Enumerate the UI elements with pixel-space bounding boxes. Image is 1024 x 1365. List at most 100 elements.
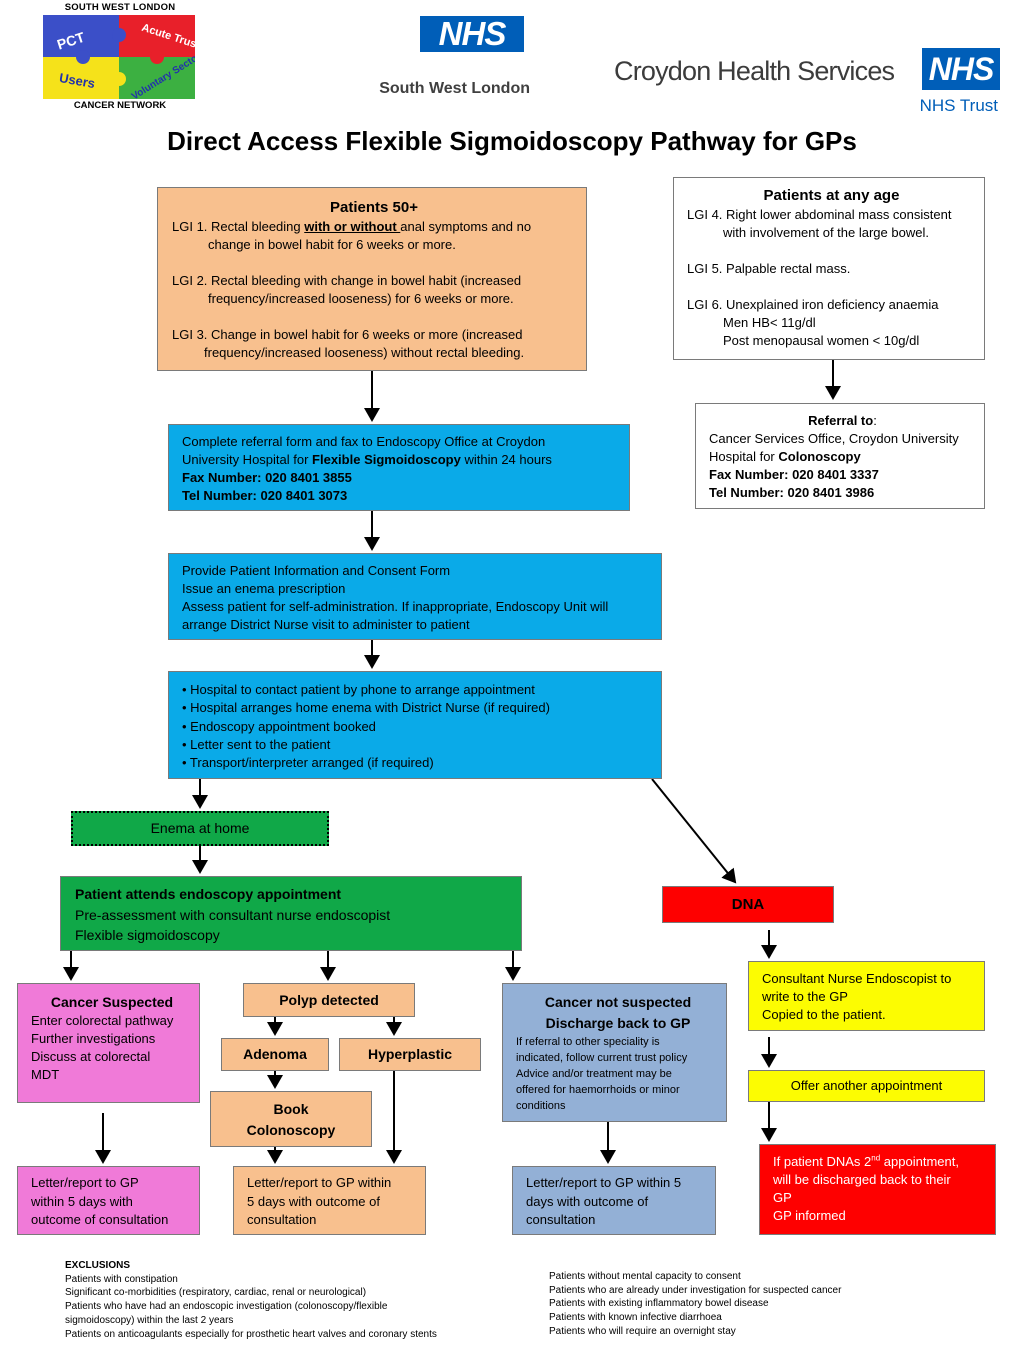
consent-line2: Issue an enema prescription xyxy=(182,581,346,596)
consultant-nurse-line: Consultant Nurse Endoscopist to xyxy=(762,971,952,986)
exclusion-item: Patients with existing inflammatory bowe… xyxy=(549,1298,769,1310)
letter-slate-line: days with outcome of xyxy=(526,1193,649,1209)
not-suspected-heading1: Cancer not suspected xyxy=(544,994,692,1010)
exclusion-item: sigmoidoscopy) within the last 2 years xyxy=(65,1314,234,1326)
lgi3-line: LGI 3. Change in bowel habit for 6 weeks… xyxy=(172,327,523,342)
nhs-swl-caption: South West London xyxy=(379,80,530,97)
referral-flexi-fax: Fax Number: 020 8401 3855 xyxy=(182,470,352,485)
any-age-heading: Patients at any age xyxy=(763,187,900,204)
consent-box: Provide Patient Information and Consent … xyxy=(168,553,662,640)
lgi4-cont: with involvement of the large bowel. xyxy=(723,225,929,240)
exclusion-item: Patients with constipation xyxy=(65,1273,178,1285)
referral-colon-fax: Fax Number: 020 8401 3337 xyxy=(709,467,879,482)
list-item: • Hospital arranges home enema with Dist… xyxy=(182,700,550,716)
cancer-suspected-box: Cancer Suspected Enter colorectal pathwa… xyxy=(17,983,200,1103)
referral-flexi-line1: Complete referral form and fax to Endosc… xyxy=(182,434,546,449)
attends-line1: Pre-assessment with consultant nurse end… xyxy=(75,906,391,923)
exclusion-item: Patients who have had an endoscopic inve… xyxy=(65,1301,388,1313)
patients-50-box: Patients 50+ LGI 1. Rectal bleeding with… xyxy=(157,187,587,371)
list-item: • Transport/interpreter arranged (if req… xyxy=(182,755,434,771)
offer-label: Offer another appointment xyxy=(790,1078,943,1093)
polyp-box: Polyp detected xyxy=(243,983,415,1017)
exclusion-item: Patients who are already under investiga… xyxy=(549,1284,842,1296)
nhs-badge: NHS xyxy=(420,16,524,52)
enema-label: Enema at home xyxy=(150,820,250,836)
list-item: • Hospital to contact patient by phone t… xyxy=(182,682,535,697)
lgi3-cont: frequency/increased looseness) without r… xyxy=(204,345,525,360)
letter-peach-line: 5 days with outcome of xyxy=(247,1193,380,1209)
exclusion-item: Patients without mental capacity to cons… xyxy=(549,1271,741,1282)
lgi6-women: Post menopausal women < 10g/dl xyxy=(723,333,920,348)
exclusion-item: Patients on anticoagulants especially fo… xyxy=(65,1328,437,1340)
exclusions-right: Patients without mental capacity to cons… xyxy=(549,1270,989,1339)
adenoma-box: Adenoma xyxy=(221,1038,329,1071)
exclusion-item: Significant co-morbidities (respiratory,… xyxy=(65,1287,367,1299)
letter-slate-line: consultation xyxy=(526,1212,596,1227)
cancer-suspected-line: Discuss at colorectal xyxy=(31,1049,151,1064)
polyp-label: Polyp detected xyxy=(279,992,379,1008)
not-suspected-line: offered for haemorrhoids or minor xyxy=(516,1084,680,1096)
attends-box: Patient attends endoscopy appointment Pr… xyxy=(60,876,522,951)
list-item: • Endoscopy appointment booked xyxy=(182,718,376,734)
exclusion-item: Patients with known infective diarrhoea xyxy=(549,1312,722,1324)
consent-line4: arrange District Nurse visit to administ… xyxy=(182,617,470,632)
not-suspected-line: indicated, follow current trust policy xyxy=(516,1052,688,1064)
network-piece-users: Users xyxy=(58,70,96,91)
referral-colon-heading: Referral to: xyxy=(808,413,877,428)
adenoma-label: Adenoma xyxy=(243,1046,307,1062)
network-logo-top: SOUTH WEST LONDON xyxy=(64,2,176,13)
referral-colon-line2: Hospital for Colonoscopy xyxy=(709,449,861,464)
consultant-nurse-box: Consultant Nurse Endoscopist to write to… xyxy=(748,961,985,1031)
lgi4-line: LGI 4. Right lower abdominal mass consis… xyxy=(687,207,952,222)
lgi1-emphasis: with or without xyxy=(304,219,401,234)
hyperplastic-box: Hyperplastic xyxy=(339,1038,481,1071)
not-suspected-line: Advice and/or treatment may be xyxy=(516,1068,672,1080)
consent-line1: Provide Patient Information and Consent … xyxy=(182,563,451,578)
cancer-suspected-line: Further investigations xyxy=(31,1031,156,1046)
not-suspected-line: conditions xyxy=(516,1100,566,1112)
consultant-nurse-line: Copied to the patient. xyxy=(762,1007,886,1022)
consultant-nurse-line: write to the GP xyxy=(762,989,848,1004)
lgi1-line: LGI 1. Rectal bleeding with or without a… xyxy=(172,219,532,234)
patients-50-heading: Patients 50+ xyxy=(330,199,418,216)
letter-peach-box: Letter/report to GP within 5 days with o… xyxy=(233,1166,426,1235)
letter-peach-line: consultation xyxy=(247,1212,317,1227)
discharge-red-line1: If patient DNAs 2nd appointment, xyxy=(773,1153,959,1169)
network-logo-bottom: CANCER NETWORK xyxy=(73,100,167,111)
not-suspected-heading2: Discharge back to GP xyxy=(545,1015,691,1031)
not-suspected-line: If referral to other speciality is xyxy=(516,1036,660,1048)
network-logo: SOUTH WEST LONDON PCT Acute Trust Users … xyxy=(40,2,200,112)
letter-slate-box: Letter/report to GP within 5 days with o… xyxy=(512,1166,716,1235)
list-item: • Letter sent to the patient xyxy=(182,736,331,752)
croydon-name: Croydon Health Services xyxy=(614,56,895,86)
lgi1-cont: change in bowel habit for 6 weeks or mor… xyxy=(208,237,456,252)
letter-pink-line: outcome of consultation xyxy=(31,1212,169,1227)
consent-line3: Assess patient for self-administration. … xyxy=(182,599,609,614)
referral-flexi-line2: University Hospital for Flexible Sigmoid… xyxy=(182,452,552,467)
nhs-swl-logo: NHS South West London xyxy=(330,12,540,102)
dna-box: DNA xyxy=(662,886,834,923)
book-colonoscopy-line1: Book xyxy=(273,1101,309,1117)
cancer-suspected-line: Enter colorectal pathway xyxy=(31,1013,174,1028)
hyperplastic-label: Hyperplastic xyxy=(367,1046,453,1062)
puzzle-icon: PCT Acute Trust Users Voluntary Sector xyxy=(43,15,195,99)
book-colonoscopy-line2: Colonoscopy xyxy=(246,1122,336,1138)
exclusions-left: EXCLUSIONS Patients with constipation Si… xyxy=(65,1259,525,1341)
referral-colon-line1: Cancer Services Office, Croydon Universi… xyxy=(709,431,959,446)
lgi6-men: Men HB< 11g/dl xyxy=(723,315,816,330)
croydon-nhs-badge: NHS xyxy=(922,48,1000,90)
discharge-red-line2: will be discharged back to their xyxy=(773,1172,951,1187)
letter-peach-line: Letter/report to GP within xyxy=(247,1175,392,1190)
patients-any-age-box: Patients at any age LGI 4. Right lower a… xyxy=(673,177,985,360)
letter-pink-line: within 5 days with xyxy=(31,1193,133,1209)
exclusion-item: Patients who will require an overnight s… xyxy=(549,1325,736,1337)
cancer-suspected-line: MDT xyxy=(31,1067,60,1082)
attends-heading: Patient attends endoscopy appointment xyxy=(75,886,342,902)
lgi5-line: LGI 5. Palpable rectal mass. xyxy=(687,261,851,276)
lgi6-line: LGI 6. Unexplained iron deficiency anaem… xyxy=(687,297,939,312)
discharge-red-line3: GP xyxy=(773,1190,792,1205)
page-title: Direct Access Flexible Sigmoidoscopy Pat… xyxy=(167,126,857,156)
lgi2-cont: frequency/increased looseness) for 6 wee… xyxy=(208,291,514,306)
hospital-steps-box: • Hospital to contact patient by phone t… xyxy=(168,671,662,779)
arrow-steps-to-dna xyxy=(651,778,737,884)
